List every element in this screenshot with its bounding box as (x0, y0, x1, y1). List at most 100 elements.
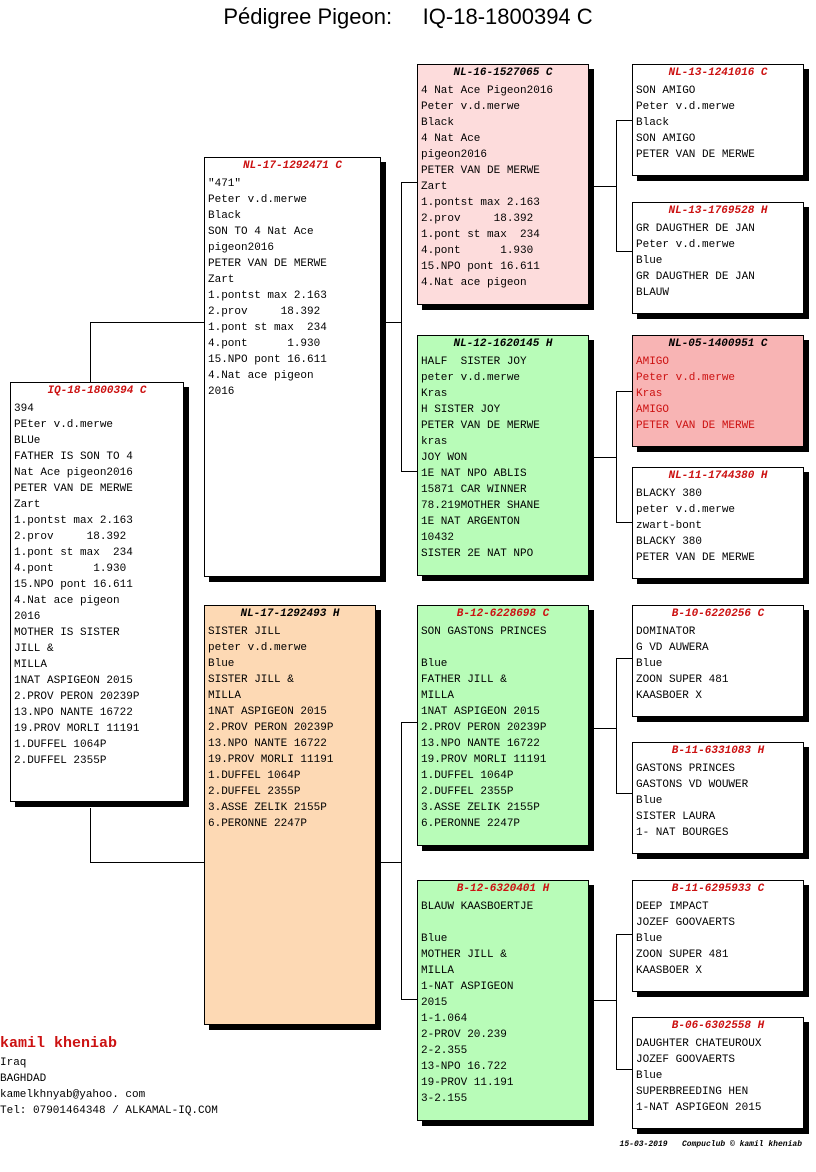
detail-line: PETER VAN DE MERWE (636, 420, 755, 432)
detail-line: MILLA (421, 965, 455, 977)
detail-line: 3-2.155 (421, 1093, 468, 1105)
connector-line (381, 862, 401, 863)
detail-line: AMIGO (636, 356, 670, 368)
detail-line: Zart (208, 274, 235, 286)
detail-line: 4.pont 1.930 (208, 338, 321, 350)
detail-line: 1.DUFFEL 1064P (208, 770, 301, 782)
footer-copyright: Compuclub © kamil kheniab (681, 1140, 802, 1149)
detail-line: 19.PROV MORLI 11191 (208, 754, 334, 766)
owner-email[interactable]: kamelkhnyab@yahoo. com (0, 1089, 146, 1101)
connector-line (616, 934, 617, 1070)
detail-line: 1.pontst max 2.163 (14, 515, 133, 527)
detail-line: 2.DUFFEL 2355P (208, 786, 301, 798)
connector-line (616, 1069, 632, 1070)
detail-line: GASTONS PRINCES (636, 763, 736, 775)
detail-line: G VD AUWERA (636, 642, 709, 654)
detail-line: SISTER LAURA (636, 811, 716, 823)
detail-line: PETER VAN DE MERWE (14, 483, 133, 495)
owner-country: Iraq (0, 1057, 27, 1069)
detail-line: PETER VAN DE MERWE (636, 149, 755, 161)
detail-line (421, 915, 584, 931)
detail-line: SUPERBREEDING HEN (636, 1086, 749, 1098)
detail-line: SISTER JILL (208, 626, 281, 638)
detail-line: MILLA (421, 690, 455, 702)
detail-line: Peter v.d.merwe (636, 372, 736, 384)
detail-line: PETER VAN DE MERWE (636, 552, 755, 564)
detail-line: GR DAUGTHER DE JAN (636, 271, 755, 283)
detail-line: 10432 (421, 532, 455, 544)
connector-line (90, 322, 204, 323)
detail-line: Blue (421, 658, 448, 670)
connector-line (616, 251, 632, 252)
ring-number: B-06-6302558 H (671, 1020, 765, 1032)
detail-line: GASTONS VD WOUWER (636, 779, 749, 791)
detail-line: 6.PERONNE 2247P (208, 818, 308, 830)
detail-line: 3.ASSE ZELIK 2155P (208, 802, 327, 814)
detail-line: "471" (208, 178, 242, 190)
detail-line: 1.pontst max 2.163 (208, 290, 327, 302)
detail-line: BLACKY 380 (636, 536, 703, 548)
detail-line: 2.PROV PERON 20239P (14, 691, 140, 703)
detail-line: 1E NAT NPO ABLIS (421, 468, 527, 480)
detail-line: KAASBOER X (636, 965, 703, 977)
ring-number: NL-12-1620145 H (453, 338, 553, 350)
detail-line: FATHER JILL & (421, 674, 507, 686)
ring-number: B-11-6295933 C (671, 883, 765, 895)
detail-line: MOTHER IS SISTER (14, 627, 120, 639)
detail-line: BLACKY 380 (636, 488, 703, 500)
connector-line (616, 658, 617, 794)
detail-line: 13-NPO 16.722 (421, 1061, 507, 1073)
detail-line: 4 Nat Ace (421, 133, 481, 145)
detail-line: 78.219MOTHER SHANE (421, 500, 540, 512)
detail-line: 2015 (421, 997, 448, 1009)
ring-number: NL-13-1769528 H (668, 205, 768, 217)
detail-line: JILL & (14, 643, 54, 655)
page-title: Pédigree Pigeon: IQ-18-1800394 C (223, 4, 593, 29)
detail-line: 1.pont st max 234 (208, 322, 327, 334)
detail-line: DEEP IMPACT (636, 901, 709, 913)
detail-line: 1.pont st max 234 (14, 547, 133, 559)
detail-line: JOZEF GOOVAERTS (636, 1054, 736, 1066)
connector-line (594, 186, 616, 187)
detail-line: SON AMIGO (636, 85, 696, 97)
detail-line: Blue (421, 933, 448, 945)
detail-line: Black (208, 210, 242, 222)
detail-line: 3.ASSE ZELIK 2155P (421, 802, 540, 814)
detail-line: 2016 (14, 611, 41, 623)
detail-line: Black (421, 117, 455, 129)
detail-line: 1.pont st max 234 (421, 229, 540, 241)
connector-line (616, 793, 632, 794)
connector-line (401, 999, 417, 1000)
detail-line: Zart (421, 181, 448, 193)
detail-line: 2.PROV PERON 20239P (208, 722, 334, 734)
ring-number: NL-17-1292493 H (240, 608, 340, 620)
detail-line: ZOON SUPER 481 (636, 949, 729, 961)
connector-line (401, 722, 402, 1000)
detail-line: 4.Nat ace pigeon (14, 595, 120, 607)
detail-line: 2.prov 18.392 (421, 213, 534, 225)
connector-line (616, 522, 632, 523)
detail-line: 2.DUFFEL 2355P (14, 755, 107, 767)
